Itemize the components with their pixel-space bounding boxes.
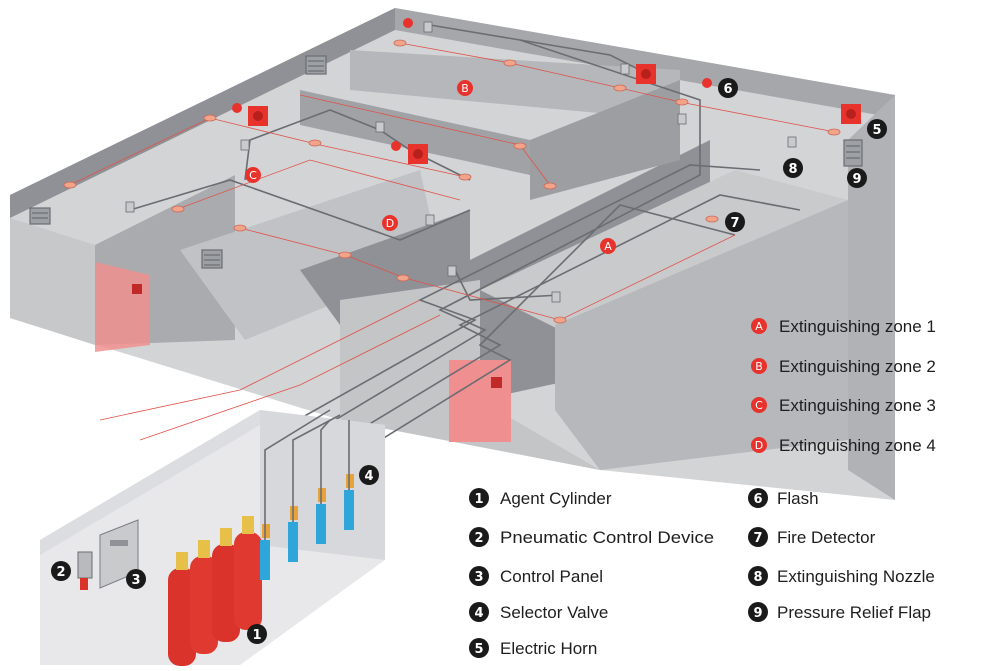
callout-8: 8	[783, 158, 803, 178]
callout-6: 6	[718, 78, 738, 98]
svg-text:8: 8	[753, 570, 762, 585]
svg-text:4: 4	[364, 469, 373, 484]
agent-cylinders	[168, 516, 262, 666]
svg-text:Agent Cylinder: Agent Cylinder	[500, 489, 612, 508]
zone-legend: A Extinguishing zone 1 B Extinguishing z…	[751, 317, 936, 455]
svg-text:Electric Horn: Electric Horn	[500, 639, 597, 658]
selector-valves	[260, 409, 354, 580]
svg-text:9: 9	[753, 606, 762, 621]
vent-middle	[201, 249, 223, 269]
pressure-relief-flap	[843, 139, 863, 167]
callout-4: 4	[359, 465, 379, 485]
svg-text:6: 6	[753, 492, 762, 507]
zone-marker-c: C	[245, 167, 261, 183]
building-floor	[10, 8, 895, 500]
legend-item-9: 9 Pressure Relief Flap	[748, 602, 931, 622]
callout-9: 9	[847, 168, 867, 188]
legend-item-7: 7 Fire Detector	[748, 527, 876, 547]
svg-text:Extinguishing zone 4: Extinguishing zone 4	[779, 436, 936, 455]
electric-horns	[248, 64, 861, 164]
svg-text:B: B	[755, 360, 763, 373]
zone-marker-d: D	[382, 215, 398, 231]
callout-3: 3	[126, 569, 146, 589]
callout-7: 7	[725, 212, 745, 232]
legend-item-1: 1 Agent Cylinder	[469, 488, 612, 508]
svg-text:Extinguishing zone 2: Extinguishing zone 2	[779, 357, 936, 376]
svg-text:4: 4	[474, 606, 483, 621]
svg-text:Fire Detector: Fire Detector	[777, 528, 876, 547]
svg-text:2: 2	[56, 565, 65, 580]
door-front[interactable]	[449, 360, 511, 442]
legend-item-4: 4 Selector Valve	[469, 602, 608, 622]
svg-text:D: D	[386, 217, 394, 230]
zone-marker-a: A	[600, 238, 616, 254]
svg-text:6: 6	[723, 82, 732, 97]
svg-text:8: 8	[788, 162, 797, 177]
vent-back	[305, 55, 327, 75]
svg-text:Extinguishing Nozzle: Extinguishing Nozzle	[777, 567, 935, 586]
svg-text:7: 7	[730, 216, 739, 231]
door-left[interactable]	[95, 262, 150, 352]
svg-text:1: 1	[252, 628, 261, 643]
svg-text:A: A	[755, 320, 763, 333]
extinguishing-nozzles	[125, 21, 797, 303]
svg-text:7: 7	[753, 531, 762, 546]
svg-text:Pressure Relief Flap: Pressure Relief Flap	[777, 603, 931, 622]
callout-5: 5	[867, 119, 887, 139]
zone-legend-item-a: A Extinguishing zone 1	[751, 317, 936, 336]
svg-text:5: 5	[474, 642, 483, 657]
vent-left	[29, 207, 51, 225]
flash-lights	[232, 18, 712, 151]
svg-text:Extinguishing zone 3: Extinguishing zone 3	[779, 396, 936, 415]
svg-text:3: 3	[131, 573, 140, 588]
svg-text:C: C	[755, 399, 763, 412]
legend-item-2: 2 Pneumatic Control Device	[469, 527, 714, 547]
zone-marker-b: B	[457, 80, 473, 96]
callout-2: 2	[51, 561, 71, 581]
svg-text:A: A	[604, 240, 612, 253]
svg-text:Flash: Flash	[777, 489, 819, 508]
fire-detectors	[63, 39, 841, 324]
svg-text:1: 1	[474, 492, 483, 507]
legend-item-5: 5 Electric Horn	[469, 638, 597, 658]
component-legend: 1 Agent Cylinder 2 Pneumatic Control Dev…	[469, 488, 935, 658]
legend-item-6: 6 Flash	[748, 488, 819, 508]
svg-text:D: D	[755, 439, 763, 452]
svg-text:Extinguishing zone 1: Extinguishing zone 1	[779, 317, 936, 336]
pneumatic-control-device[interactable]	[77, 551, 93, 590]
svg-text:5: 5	[872, 123, 881, 138]
zone-legend-item-b: B Extinguishing zone 2	[751, 357, 936, 376]
callout-1: 1	[247, 624, 267, 644]
svg-text:3: 3	[474, 570, 483, 585]
svg-text:2: 2	[474, 531, 483, 546]
svg-text:Pneumatic Control Device: Pneumatic Control Device	[500, 528, 714, 547]
svg-text:Selector Valve: Selector Valve	[500, 603, 608, 622]
svg-text:C: C	[249, 169, 257, 182]
zone-legend-item-c: C Extinguishing zone 3	[751, 396, 936, 415]
zone-legend-item-d: D Extinguishing zone 4	[751, 436, 936, 455]
svg-text:B: B	[461, 82, 469, 95]
legend-item-3: 3 Control Panel	[469, 566, 603, 586]
svg-text:9: 9	[852, 172, 861, 187]
legend-item-8: 8 Extinguishing Nozzle	[748, 566, 935, 586]
svg-text:Control Panel: Control Panel	[500, 567, 603, 586]
